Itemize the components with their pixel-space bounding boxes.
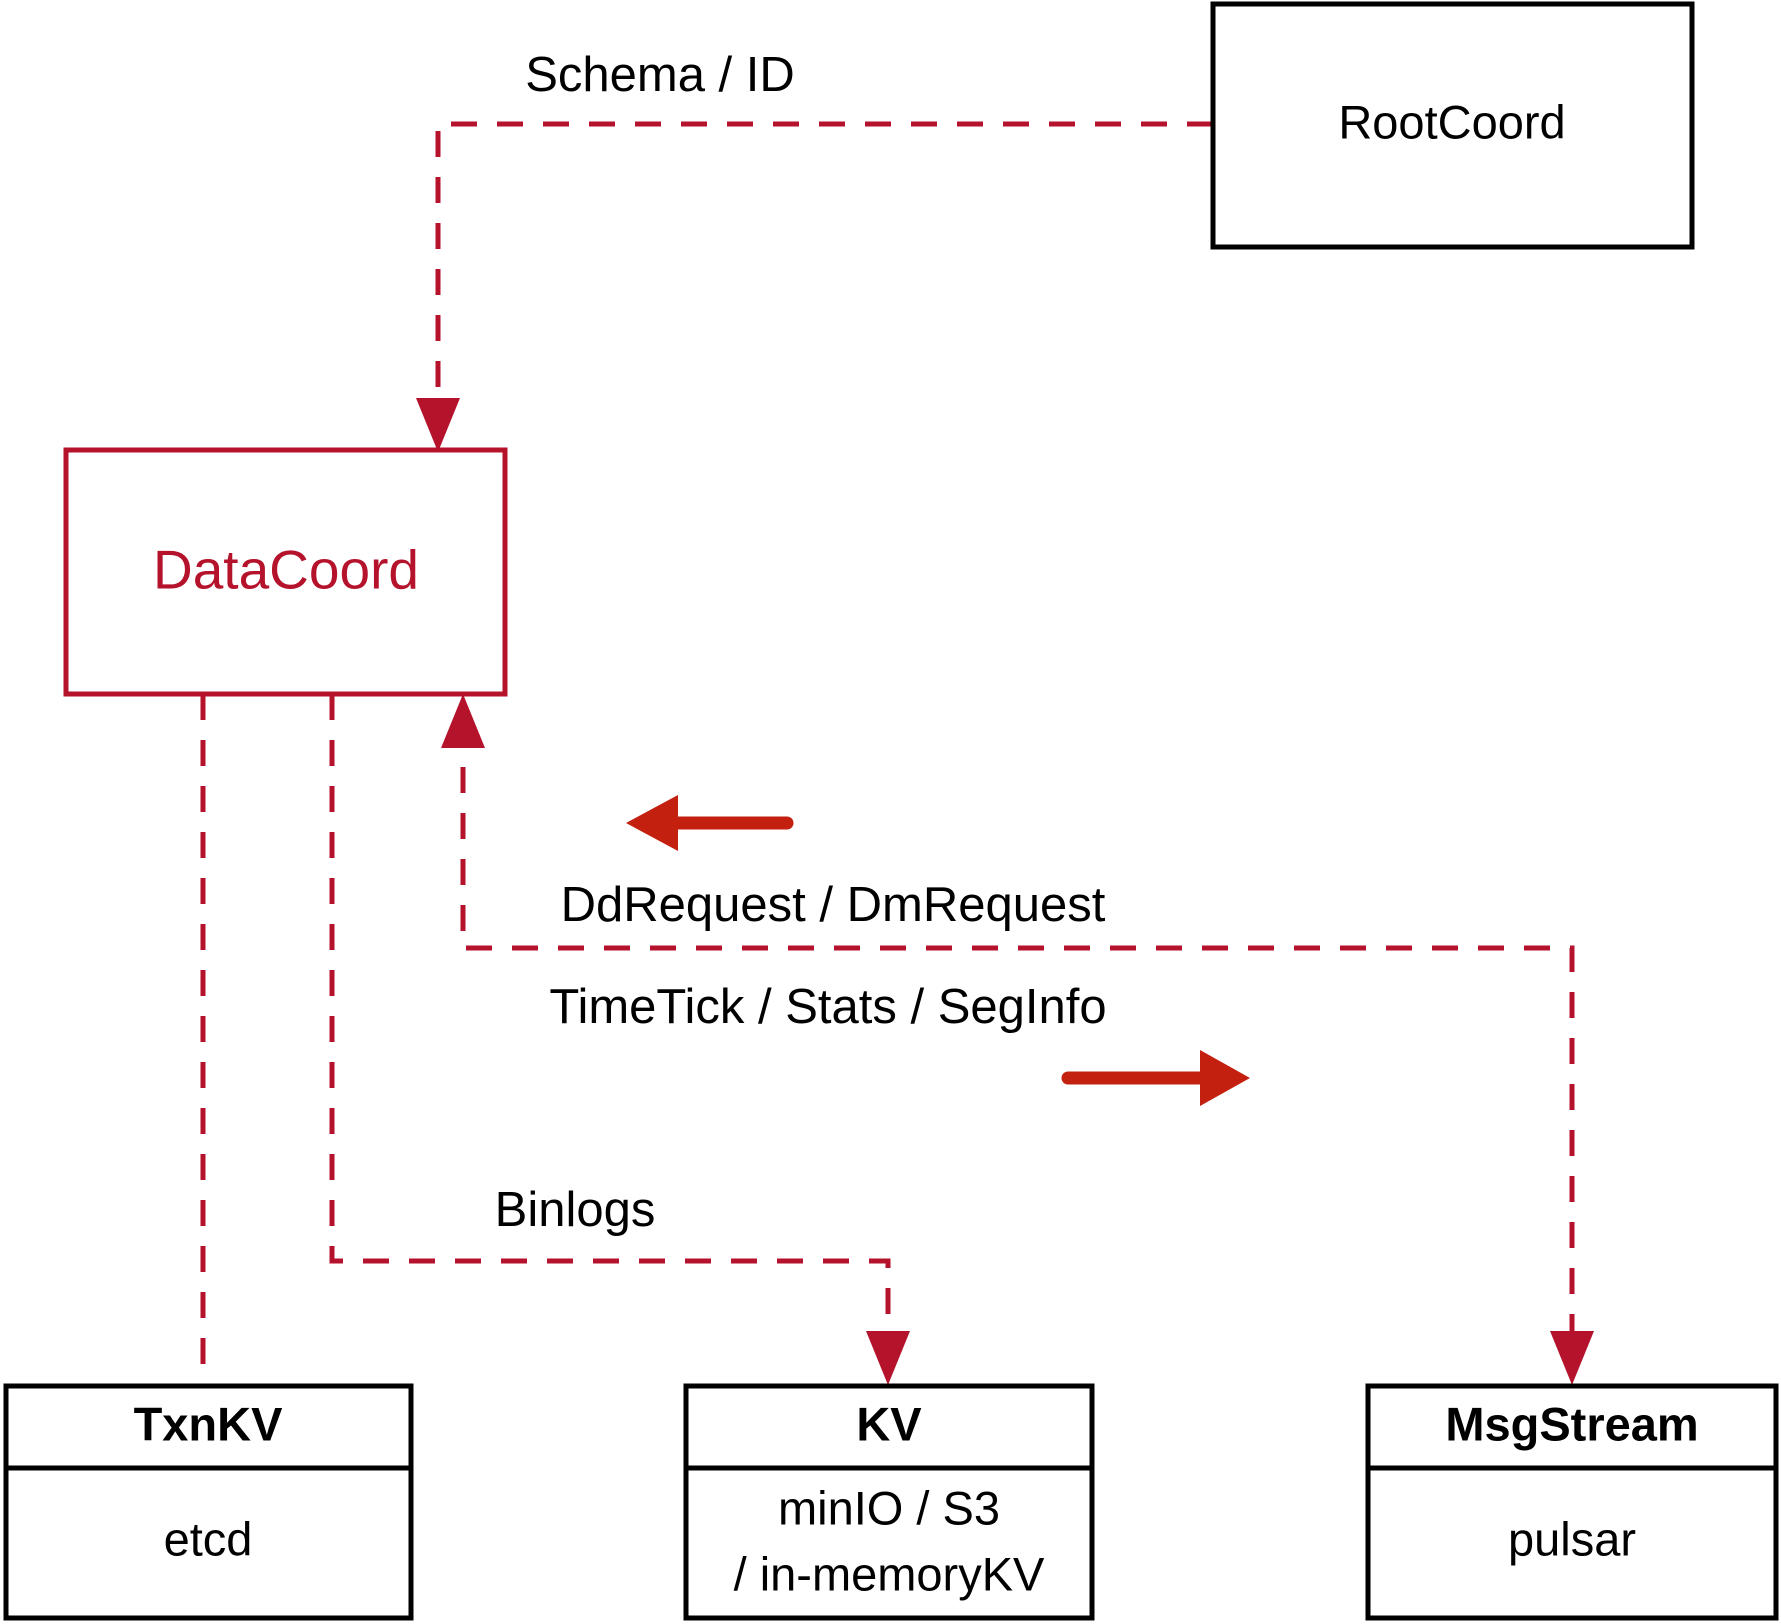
edge-binlogs-path bbox=[329, 694, 891, 1358]
edge-ddrequest-arrowhead-icon bbox=[626, 795, 678, 851]
edge-timetick-arrowhead-icon bbox=[1200, 1050, 1250, 1106]
edge-label-timetick-stats-seginfo: TimeTick / Stats / SegInfo bbox=[549, 980, 1106, 1034]
node-msgstream-title: MsgStream bbox=[1445, 1397, 1698, 1450]
edge-label-schema-id: Schema / ID bbox=[525, 48, 795, 102]
node-rootcoord-label: RootCoord bbox=[1338, 95, 1565, 148]
edge-datacoord-msgstream-path bbox=[460, 721, 1575, 1358]
node-txnkv-box[interactable] bbox=[3, 1383, 414, 1621]
node-kv-subtitle-line2: / in-memoryKV bbox=[734, 1547, 1045, 1600]
node-kv[interactable]: KV minIO / S3 / in-memoryKV bbox=[683, 1383, 1095, 1621]
node-txnkv-title: TxnKV bbox=[134, 1397, 284, 1450]
edge-datacoord-up-arrowhead-icon bbox=[441, 694, 485, 748]
edge-binlogs-arrowhead-icon bbox=[866, 1331, 910, 1385]
edge-label-ddrequest-dmrequest: DdRequest / DmRequest bbox=[561, 878, 1106, 932]
edge-label-binlogs: Binlogs bbox=[495, 1183, 656, 1237]
edge-ddrequest-direction-arrow bbox=[626, 795, 794, 851]
node-datacoord[interactable]: DataCoord bbox=[63, 447, 508, 697]
edge-datacoord-msgstream bbox=[441, 694, 1594, 1385]
edge-timetick-direction-arrow bbox=[1061, 1050, 1250, 1106]
node-txnkv-subtitle: etcd bbox=[164, 1512, 253, 1565]
node-msgstream-box[interactable] bbox=[1365, 1383, 1779, 1621]
node-kv-subtitle-line1: minIO / S3 bbox=[778, 1481, 1000, 1534]
edge-binlogs bbox=[329, 694, 910, 1385]
edge-msgstream-down-arrowhead-icon bbox=[1550, 1331, 1594, 1385]
node-msgstream-subtitle: pulsar bbox=[1508, 1512, 1636, 1565]
node-kv-title: KV bbox=[856, 1397, 922, 1450]
node-rootcoord-box[interactable] bbox=[1210, 1, 1695, 250]
node-datacoord-label: DataCoord bbox=[153, 539, 419, 601]
node-rootcoord[interactable]: RootCoord bbox=[1210, 1, 1695, 250]
edge-schema-id-arrowhead-icon bbox=[416, 398, 460, 452]
node-kv-box[interactable] bbox=[683, 1383, 1095, 1621]
node-msgstream[interactable]: MsgStream pulsar bbox=[1365, 1383, 1779, 1621]
node-txnkv[interactable]: TxnKV etcd bbox=[3, 1383, 414, 1621]
node-datacoord-box[interactable] bbox=[63, 447, 508, 697]
edge-schema-id-path bbox=[435, 121, 1213, 425]
edge-schema-id bbox=[416, 121, 1213, 452]
